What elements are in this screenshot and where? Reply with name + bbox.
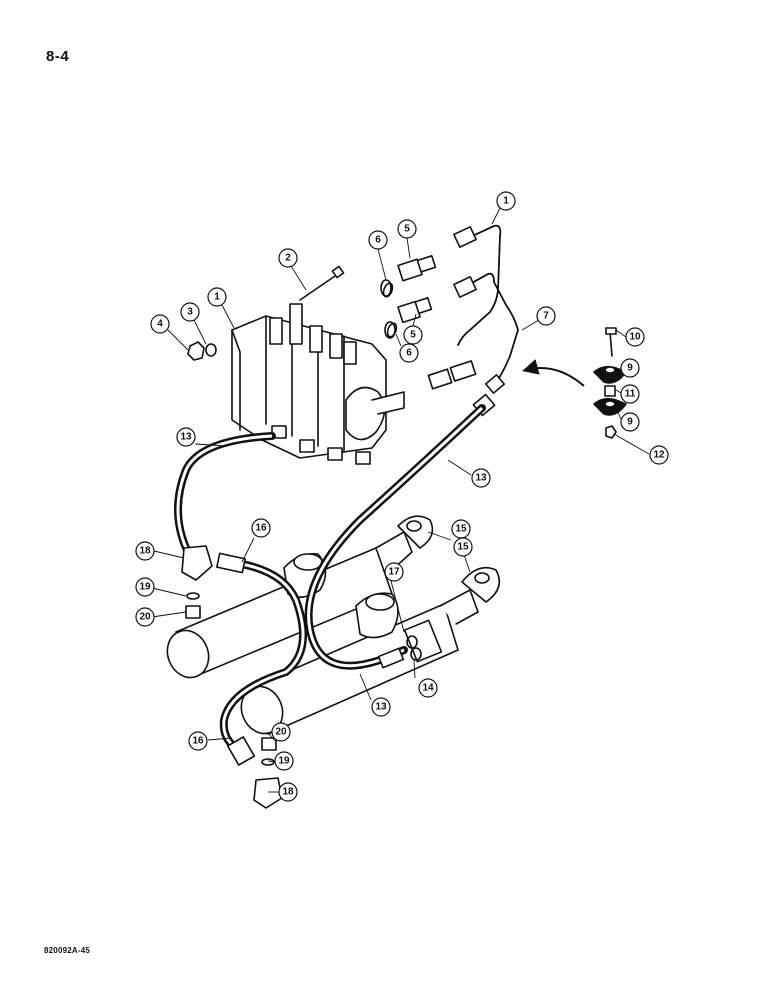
callout-label: 14: [422, 683, 434, 694]
callout-label: 7: [543, 311, 549, 322]
callout-10: 10: [625, 327, 645, 347]
callout-label: 19: [139, 582, 151, 593]
callout-label: 20: [139, 612, 151, 623]
callout-label: 3: [187, 307, 193, 318]
callout-label: 13: [180, 432, 192, 443]
hose-fittings: [181, 545, 422, 809]
callout-16-upper: 16: [251, 518, 271, 538]
callout-4: 4: [150, 314, 170, 334]
callout-label: 18: [282, 787, 294, 798]
callout-label: 1: [214, 292, 220, 303]
callout-15-lower: 15: [453, 537, 473, 557]
callout-13-left: 13: [176, 427, 196, 447]
callout-label: 15: [455, 524, 467, 535]
callout-16-lower: 16: [188, 731, 208, 751]
leader-lines: [151, 207, 650, 793]
callout-17: 17: [384, 562, 404, 582]
callout-9-lower: 9: [620, 412, 640, 432]
callout-18-upper: 18: [135, 541, 155, 561]
callout-label: 13: [475, 473, 487, 484]
callout-label: 12: [653, 450, 665, 461]
callouts: 1 5 6 2 1 3 4 5 6 7 10 9 11 9 12 13 13 1…: [135, 191, 669, 802]
figure-code: 820092A-45: [44, 946, 91, 955]
callout-label: 11: [625, 389, 636, 400]
callout-label: 13: [375, 702, 387, 713]
callout-7: 7: [536, 306, 556, 326]
callout-label: 6: [406, 348, 412, 359]
callout-5-upper: 5: [397, 219, 417, 239]
callout-12: 12: [649, 445, 669, 465]
callout-label: 17: [388, 567, 400, 578]
callout-19-lower: 19: [274, 751, 294, 771]
callout-label: 15: [457, 542, 469, 553]
callout-label: 6: [375, 235, 381, 246]
callout-9-upper: 9: [620, 358, 640, 378]
callout-6-lower: 6: [399, 343, 419, 363]
steel-tubes: [457, 224, 519, 381]
page-number: 8-4: [46, 48, 70, 65]
callout-label: 19: [278, 756, 290, 767]
callout-6-upper: 6: [368, 230, 388, 250]
callout-20-upper: 20: [135, 607, 155, 627]
callout-13-right: 13: [471, 468, 491, 488]
callout-20-lower: 20: [271, 722, 291, 742]
callout-label: 2: [285, 253, 291, 264]
hoses: [174, 404, 486, 752]
callout-label: 9: [627, 417, 633, 428]
callout-label: 1: [503, 196, 509, 207]
assembly-arrow: [522, 359, 585, 387]
callout-label: 20: [275, 727, 287, 738]
callout-11: 11: [620, 384, 640, 404]
callout-label: 5: [404, 224, 410, 235]
callout-label: 18: [139, 546, 151, 557]
callout-18-lower: 18: [278, 782, 298, 802]
callout-13-bottom: 13: [371, 697, 391, 717]
callout-label: 16: [192, 736, 204, 747]
callout-2: 2: [278, 248, 298, 268]
callout-label: 5: [410, 330, 416, 341]
control-valve: [231, 265, 405, 465]
callout-8: 1: [496, 191, 516, 211]
callout-15-upper: 15: [451, 519, 471, 539]
callout-1: 1: [207, 287, 227, 307]
callout-3: 3: [180, 302, 200, 322]
callout-5-lower: 5: [403, 325, 423, 345]
fittings: [382, 226, 506, 417]
nut-and-washer: [187, 341, 217, 361]
callout-label: 4: [157, 319, 163, 330]
callout-19-upper: 19: [135, 577, 155, 597]
tube-clamp: [593, 327, 627, 439]
callout-label: 16: [255, 523, 267, 534]
callout-14: 14: [418, 678, 438, 698]
callout-label: 10: [629, 332, 641, 343]
callout-label: 9: [627, 363, 633, 374]
